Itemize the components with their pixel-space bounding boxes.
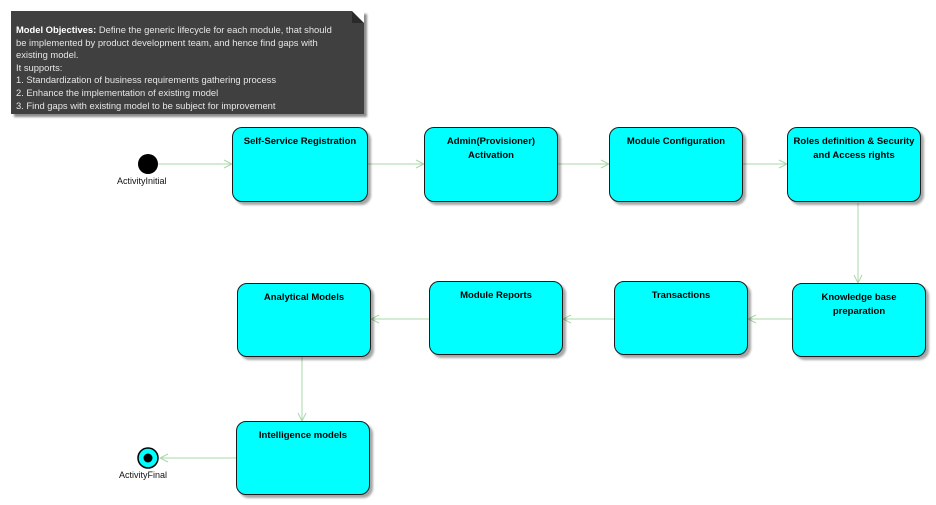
activity-initial-label: ActivityInitial (117, 176, 167, 186)
activity-roles-definition-security-access[interactable]: Roles definition & Security and Access r… (787, 127, 921, 202)
activity-knowledge-base-preparation[interactable]: Knowledge base preparation (792, 283, 926, 357)
note-first-line: Model Objectives: Define the generic lif… (16, 24, 364, 37)
note-heading: Model Objectives: (16, 24, 97, 35)
activity-final-label: ActivityFinal (119, 470, 168, 480)
activity-analytical-models[interactable]: Analytical Models (237, 283, 371, 357)
activity-module-reports[interactable]: Module Reports (429, 281, 563, 355)
note-line: 2. Enhance the implementation of existin… (16, 86, 219, 98)
model-objectives-note: Model Objectives: Define the generic lif… (11, 11, 364, 114)
activity-initial-node[interactable] (138, 154, 158, 174)
activity-intelligence-models[interactable]: Intelligence models (236, 421, 370, 495)
activity-module-configuration[interactable]: Module Configuration (609, 127, 743, 202)
activity-transactions[interactable]: Transactions (614, 281, 748, 355)
note-line: It supports: (16, 61, 63, 73)
note-lead-text: Define the generic lifecycle for each mo… (96, 24, 332, 35)
note-line: 1. Standardization of business requireme… (16, 74, 277, 86)
note-line: existing model. (16, 49, 79, 61)
note-line: be implemented by product development te… (16, 36, 318, 48)
activity-self-service-registration[interactable]: Self-Service Registration (232, 127, 368, 202)
note-line: 3. Find gaps with existing model to be s… (16, 99, 276, 111)
activity-final-node-core (143, 453, 153, 463)
activity-admin-provisioner-activation[interactable]: Admin(Provisioner) Activation (424, 127, 558, 202)
note-fold-corner (352, 11, 364, 23)
